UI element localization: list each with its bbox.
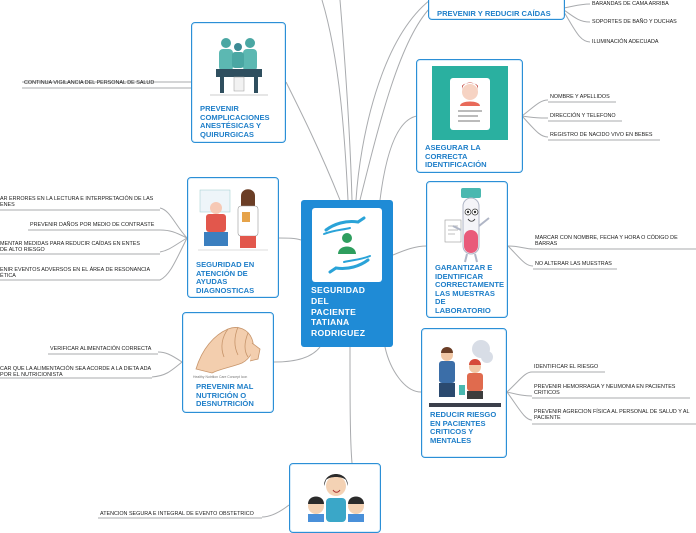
- central-title-line: TATIANA: [311, 317, 350, 328]
- id-card-icon: [432, 66, 508, 140]
- branch-diagnostic-label: SEGURIDAD EN ATENCIÓN DE AYUDAS DIAGNOST…: [196, 260, 255, 295]
- mother-children-icon: [308, 474, 364, 522]
- identification-leaf-3: REGISTRO DE NACIDO VIVO EN BEBES: [550, 132, 653, 138]
- branch-samples-label: GARANTIZAR E IDENTIFICAR CORRECTAMENTE L…: [435, 263, 505, 315]
- central-title: SEGURIDAD DEL PACIENTE TATIANA RODRIGUEZ: [311, 285, 389, 339]
- diagnostic-leaf-3: MENTAR MEDIDAS PARA REDUCIR CAÍDAS EN EN…: [0, 241, 140, 254]
- diagnostic-leaf-1: AR ERRORES EN LA LECTURA E INTERPRETACIÓ…: [0, 196, 154, 209]
- mental-leaf-2: PREVENIR HEMORRAGIA Y NEUMONIA EN PACIEN…: [534, 384, 676, 397]
- diagnostic-leaf-2: PREVENIR DAÑOS POR MEDIO DE CONTRASTE: [30, 222, 155, 228]
- central-icon-box: [312, 208, 382, 282]
- branch-identification-card[interactable]: ASEGURAR LA CORRECTA IDENTIFICACIÓN: [416, 59, 523, 173]
- diagnostic-leaf-4: ENIR EVENTOS ADVERSOS EN EL ÁREA DE RESO…: [0, 267, 150, 280]
- branch-diagnostic-card[interactable]: SEGURIDAD EN ATENCIÓN DE AYUDAS DIAGNOST…: [187, 177, 279, 298]
- branch-falls-label: PREVENIR Y REDUCIR CAÍDAS: [437, 9, 551, 18]
- anesthesia-leaf-1: CONTINUA VIGILANCIA DEL PERSONAL DE SALU…: [24, 80, 155, 86]
- branch-identification-label: ASEGURAR LA CORRECTA IDENTIFICACIÓN: [425, 143, 487, 170]
- test-tube-mascot-icon: [444, 188, 490, 263]
- doctor-patient-icon: [198, 189, 268, 251]
- samples-leaf-2: NO ALTERAR LAS MUESTRAS: [535, 261, 612, 267]
- surgery-team-icon: [210, 38, 268, 96]
- falls-leaf-3: ILUMINACIÓN ADECUADA: [592, 39, 659, 45]
- falls-leaf-2: SOPORTES DE BAÑO Y DUCHAS: [592, 19, 677, 25]
- connector-lines: [0, 0, 696, 519]
- nutrition-caption: Healthy Nutrition Care Concept Icon: [193, 375, 248, 379]
- branch-anesthesia-label: PREVENIR COMPLICACIONES ANESTÉSICAS Y QU…: [200, 104, 270, 139]
- nutrition-leaf-1: VERIFICAR ALIMENTACIÓN CORRECTA: [50, 346, 152, 352]
- central-title-line: SEGURIDAD: [311, 285, 366, 295]
- hands-protecting-person-icon: [323, 216, 371, 274]
- samples-leaf-1: MARCAR CON NOMBRE, FECHA Y HORA O CÓDIGO…: [535, 235, 678, 248]
- identification-leaf-2: DIRECCIÓN Y TELEFONO: [550, 113, 616, 119]
- branch-samples-card[interactable]: GARANTIZAR E IDENTIFICAR CORRECTAMENTE L…: [426, 181, 508, 318]
- central-title-line: RODRIGUEZ: [311, 328, 366, 339]
- nutrition-leaf-2: CAR QUE LA ALIMENTACIÓN SEA ACORDE A LA …: [0, 366, 151, 379]
- branch-falls-card[interactable]: PREVENIR Y REDUCIR CAÍDAS: [428, 0, 565, 20]
- central-title-line: PACIENTE: [311, 306, 357, 317]
- branch-mental-card[interactable]: REDUCIR RIESGO EN PACIENTES CRITICOS Y M…: [421, 328, 507, 458]
- branch-obstetric-card[interactable]: [289, 463, 381, 533]
- branch-nutrition-label: PREVENIR MAL NUTRICIÓN O DESNUTRICIÓN: [196, 382, 254, 409]
- nutrition-hand-icon: [195, 326, 261, 374]
- mental-leaf-1: IDENTIFICAR EL RIESGO: [534, 364, 599, 370]
- mental-leaf-3: PREVENIR AGRECION FÍSICA AL PERSONAL DE …: [534, 409, 690, 422]
- branch-mental-label: REDUCIR RIESGO EN PACIENTES CRITICOS Y M…: [430, 410, 497, 445]
- identification-leaf-1: NOMBRE Y APELLIDOS: [550, 94, 610, 100]
- central-title-line: DEL: [311, 295, 330, 306]
- falls-leaf-1: BARANDAS DE CAMA ARRIBA: [592, 1, 669, 7]
- branch-anesthesia-card[interactable]: PREVENIR COMPLICACIONES ANESTÉSICAS Y QU…: [191, 22, 286, 143]
- obstetric-leaf-1: ATENCION SEGURA E INTEGRAL DE EVENTO OBS…: [100, 511, 254, 517]
- central-node[interactable]: SEGURIDAD DEL PACIENTE TATIANA RODRIGUEZ: [301, 200, 393, 347]
- branch-nutrition-card[interactable]: Healthy Nutrition Care Concept Icon PREV…: [182, 312, 274, 413]
- psychologist-patient-icon: [429, 340, 501, 407]
